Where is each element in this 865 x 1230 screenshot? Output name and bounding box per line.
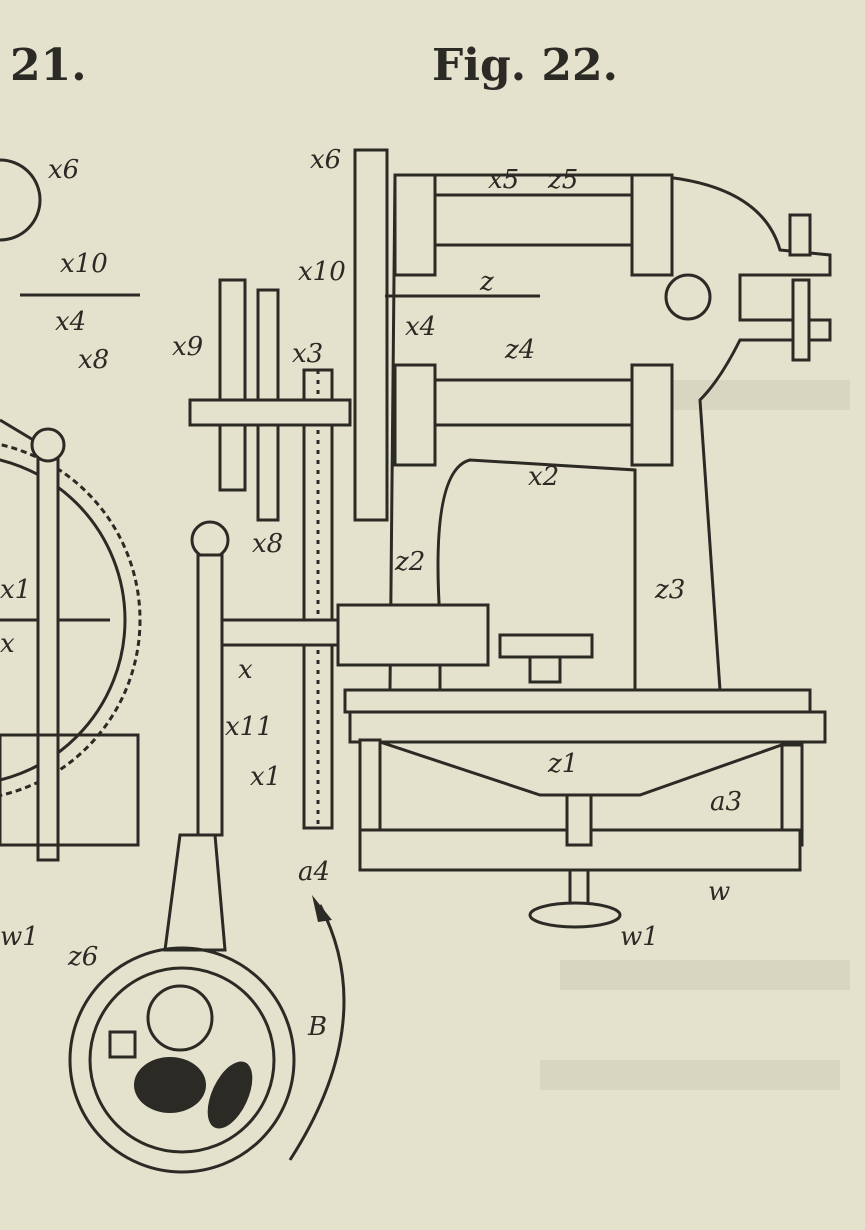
label-B: B: [307, 1012, 327, 1042]
bleed-through-text: [540, 380, 850, 1090]
label-x3: x3: [292, 339, 323, 369]
label-w1: w1: [620, 922, 659, 952]
label-a4: a4: [298, 857, 330, 887]
label-x6-fig21: x6: [48, 155, 79, 185]
label-x4-fig21: x4: [55, 307, 86, 337]
label-x1: x1: [250, 762, 281, 792]
label-z: z: [479, 267, 494, 297]
label-x4: x4: [405, 312, 436, 342]
figure-21-mechanism: [0, 158, 142, 862]
label-x10-fig21: x10: [60, 249, 108, 279]
label-x8-fig21: x8: [78, 345, 109, 375]
label-z2: z2: [394, 547, 425, 577]
figure-22-machine: [68, 148, 832, 1174]
label-x10: x10: [298, 257, 346, 287]
label-x-fig21: x: [0, 629, 15, 659]
figure-21-number: 21.: [10, 40, 87, 91]
label-x1-fig21: x1: [0, 575, 31, 605]
label-a3: a3: [710, 787, 742, 817]
figure-22-title: Fig. 22.: [432, 40, 618, 91]
label-w1-fig21: w1: [0, 922, 39, 952]
label-x11: x11: [225, 712, 273, 742]
label-z4: z4: [504, 335, 535, 365]
label-w: w: [708, 877, 730, 907]
label-x5: x5: [488, 165, 519, 195]
label-z6: z6: [67, 942, 98, 972]
label-z3: z3: [654, 575, 685, 605]
label-x2: x2: [528, 462, 559, 492]
label-x8: x8: [252, 529, 283, 559]
label-z1: z1: [547, 749, 578, 779]
label-x9: x9: [172, 332, 203, 362]
label-z5: z5: [547, 165, 578, 195]
label-x6: x6: [310, 145, 341, 175]
label-x: x: [238, 655, 253, 685]
